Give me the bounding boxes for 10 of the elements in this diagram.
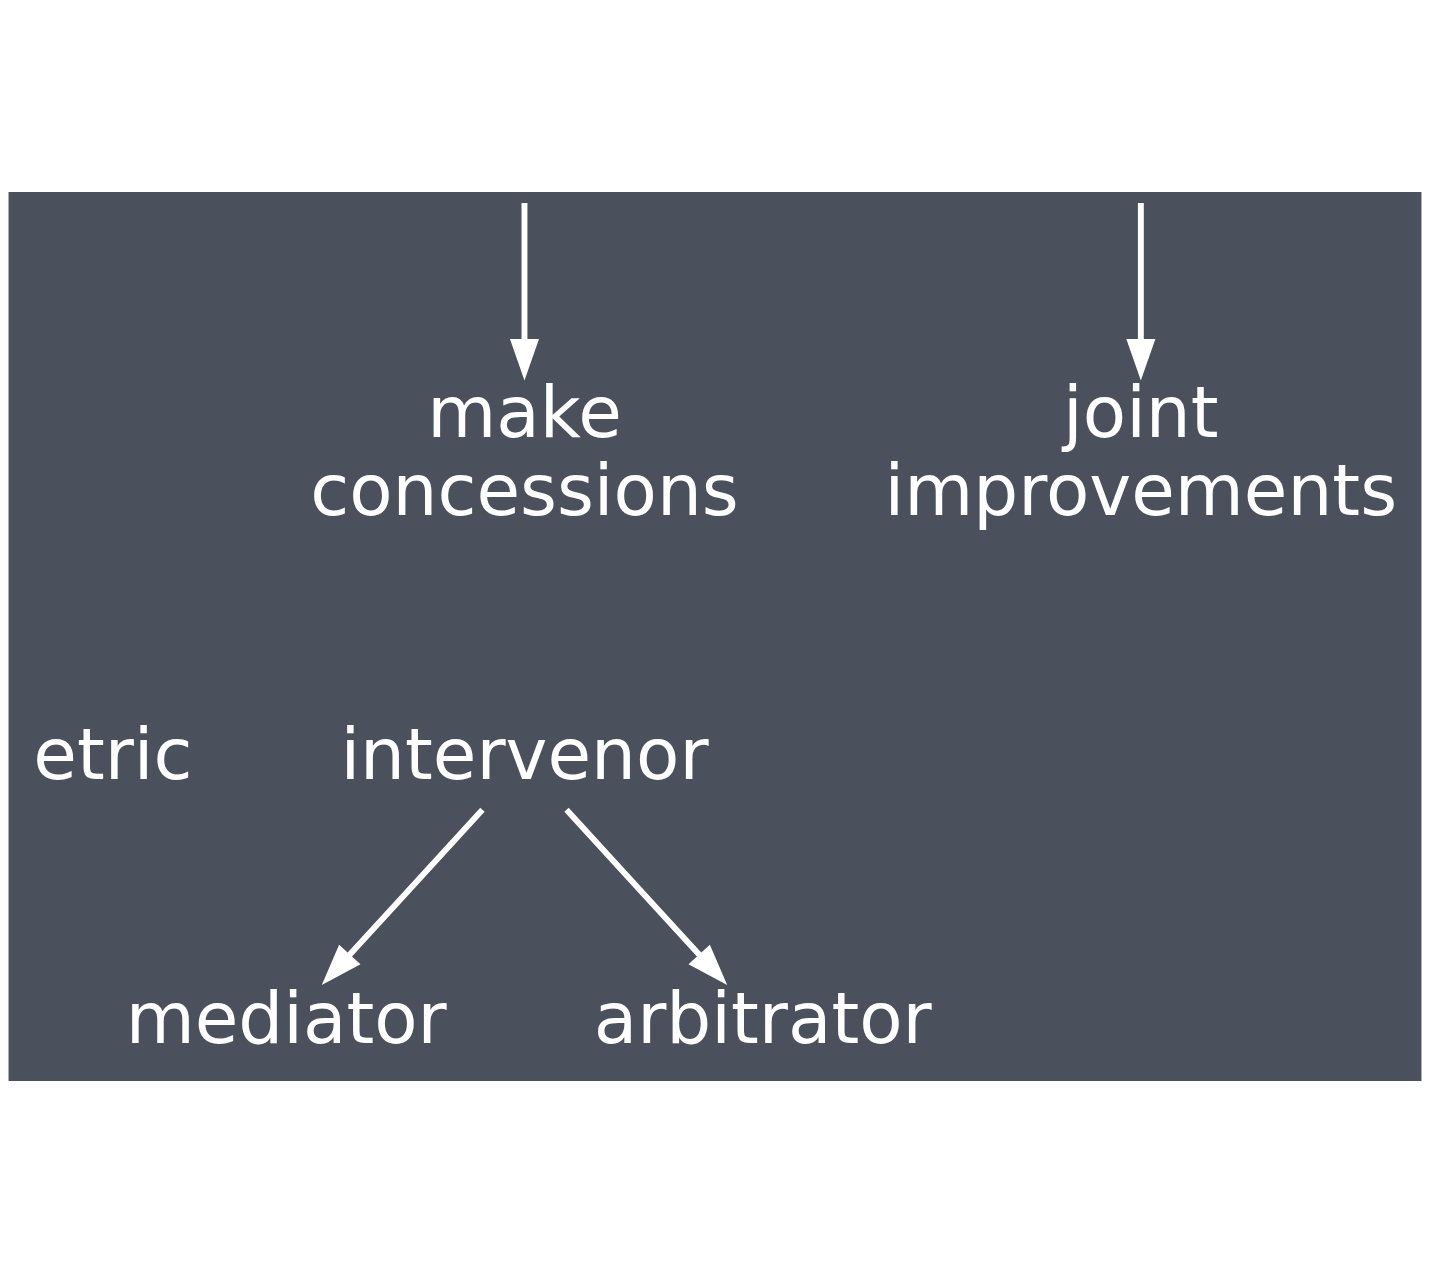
node-text: mediator <box>125 976 447 1060</box>
arrow <box>509 202 539 380</box>
arrow <box>564 807 728 985</box>
label: etric <box>33 712 193 796</box>
node-text: arbitrator <box>593 976 932 1060</box>
node-text: make concessions <box>310 370 739 532</box>
node-text: joint improvements <box>884 370 1398 532</box>
arrow <box>321 807 485 985</box>
node-text: intervenor <box>340 712 709 796</box>
arrow <box>1126 202 1156 380</box>
